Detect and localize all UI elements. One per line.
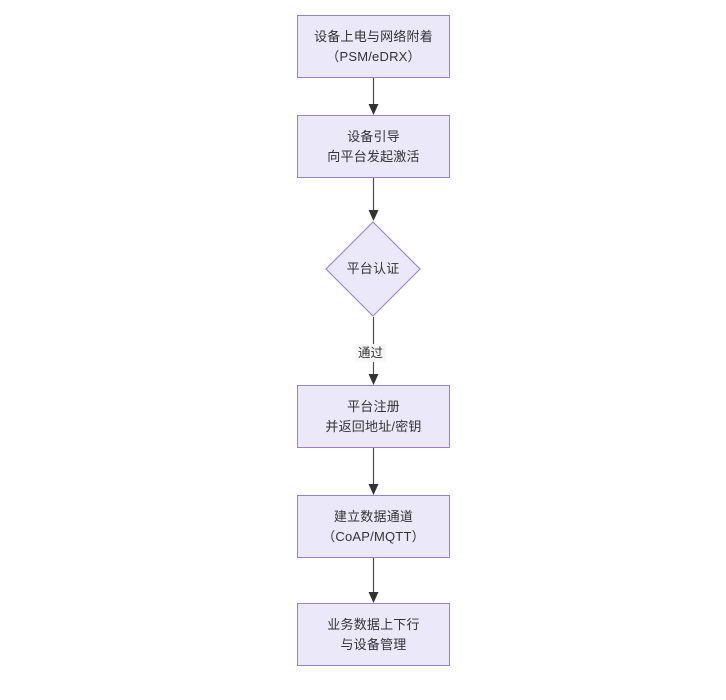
node-platform-registration[interactable]: 平台注册 并返回地址/密钥 <box>297 385 450 448</box>
node-label-line: 平台注册 <box>347 398 400 414</box>
node-label-line: 设备引导 <box>347 128 400 144</box>
node-device-bootstrap[interactable]: 设备引导 向平台发起激活 <box>297 115 450 178</box>
node-label-line: 设备上电与网络附着 <box>314 28 433 44</box>
node-label-line: 与设备管理 <box>340 636 407 652</box>
node-label-line: 建立数据通道 <box>333 508 414 524</box>
node-label-line: 业务数据上下行 <box>327 616 420 632</box>
node-device-power-on[interactable]: 设备上电与网络附着 （PSM/eDRX） <box>297 15 450 78</box>
edge-n2-n3 <box>368 178 379 221</box>
diamond-shape <box>325 221 421 317</box>
edge-n1-n2 <box>368 78 379 115</box>
node-label-line: （PSM/eDRX） <box>326 48 421 64</box>
node-label-line: （CoAP/MQTT） <box>322 528 425 544</box>
edge-n4-n5 <box>368 448 379 495</box>
edge-label-pass: 通过 <box>355 344 387 362</box>
node-platform-authentication[interactable]: 平台认证 <box>325 221 421 317</box>
node-label-line: 向平台发起激活 <box>327 148 420 164</box>
edge-n5-n6 <box>368 558 379 603</box>
node-establish-data-channel[interactable]: 建立数据通道 （CoAP/MQTT） <box>297 495 450 558</box>
node-label-line: 平台认证 <box>346 261 400 276</box>
node-label-line: 并返回地址/密钥 <box>325 418 422 434</box>
node-business-data-and-device-management[interactable]: 业务数据上下行 与设备管理 <box>297 603 450 666</box>
